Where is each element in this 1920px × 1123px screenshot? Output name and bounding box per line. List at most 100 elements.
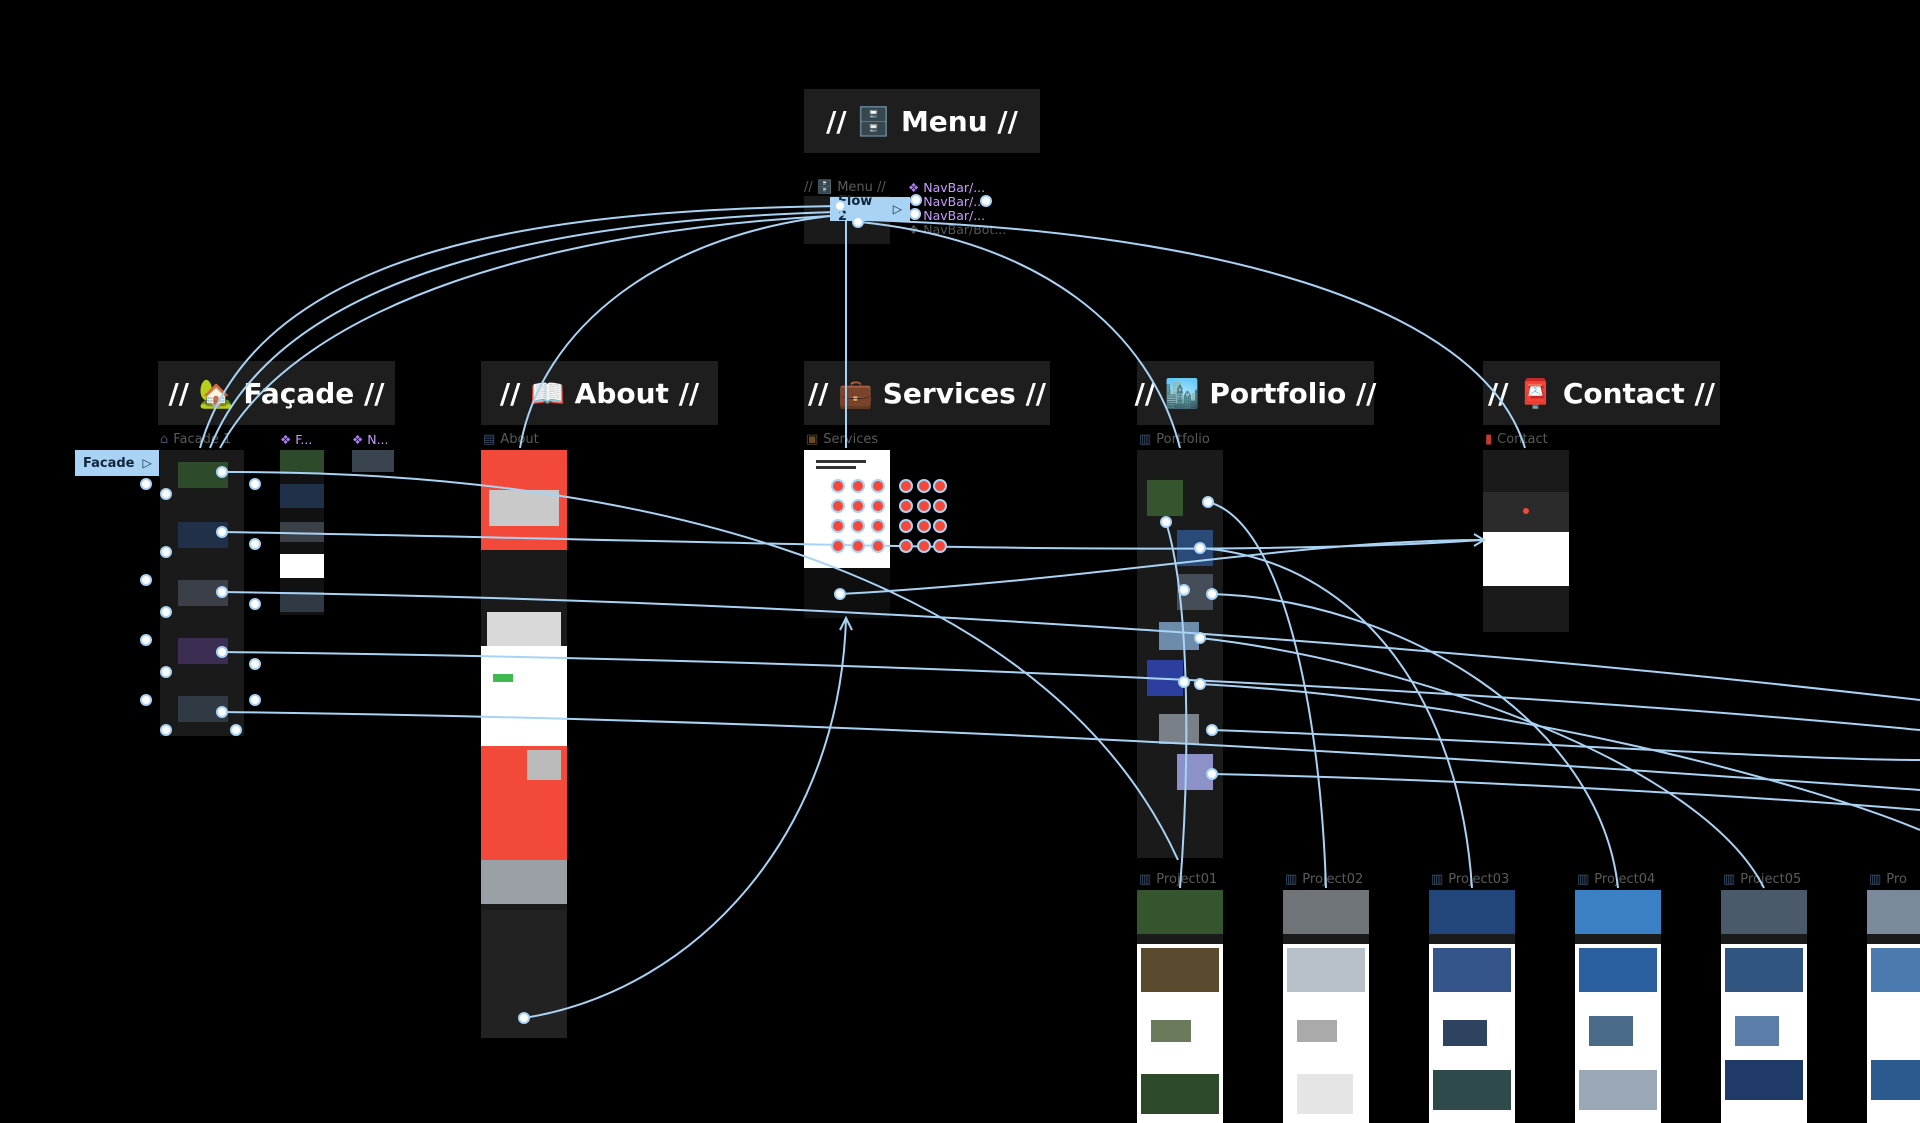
wire-portfolio-p3 — [1199, 547, 1473, 889]
about-frame[interactable] — [481, 450, 567, 1038]
wire-portfolio-p7 — [1211, 773, 1920, 811]
services-heading-line — [816, 466, 856, 469]
connection-node — [249, 658, 261, 670]
section-title-menu[interactable]: // 🗄️ Menu // — [804, 89, 1040, 153]
book-icon: ▤ — [483, 432, 496, 447]
wire-facade-1 — [221, 470, 1179, 861]
navbar-component-1[interactable]: ❖NavBar/... — [908, 180, 986, 195]
project01-dark-band — [1137, 934, 1223, 944]
frame-label-about: ▤About — [483, 432, 539, 447]
about-footer-section — [481, 910, 567, 1038]
city-icon: ▥ — [1431, 872, 1444, 887]
project05-frame[interactable] — [1721, 890, 1807, 1123]
wire-facade-3 — [221, 591, 1920, 701]
service-node — [899, 499, 913, 513]
about-gallery — [487, 612, 561, 646]
map-pin-icon — [1523, 508, 1529, 514]
facade-comp-thumb-2 — [280, 484, 324, 508]
service-node — [899, 479, 913, 493]
facade-frame-column[interactable] — [160, 450, 244, 736]
project04-dark-band — [1575, 934, 1661, 944]
project04-bottom-image — [1579, 1070, 1657, 1110]
section-title-contact[interactable]: // 📮 Contact // — [1483, 361, 1720, 425]
about-architecture-image — [481, 860, 567, 904]
component-icon: ❖ — [908, 180, 920, 195]
portfolio-thumb-3 — [1177, 574, 1213, 610]
briefcase-icon: ▣ — [806, 432, 819, 447]
play-icon[interactable]: ▷ — [892, 202, 902, 216]
wire-portfolio-p8 — [1211, 729, 1920, 761]
navbar-component-2[interactable]: ❖NavBar/... — [908, 194, 986, 209]
facade-comp-thumb-5 — [280, 592, 324, 612]
section-title-services[interactable]: // 💼 Services // — [804, 361, 1050, 425]
service-node — [917, 479, 931, 493]
facade-component-stack[interactable] — [280, 450, 324, 615]
section-title-about[interactable]: // 📖 About // — [481, 361, 718, 425]
project01-image — [1141, 948, 1219, 992]
wire-portfolio-p6 — [1199, 683, 1920, 831]
facade-component-2[interactable]: ❖N... — [352, 432, 389, 447]
flow-2-tag[interactable]: Flow 2▷ — [830, 194, 910, 224]
wire-portfolio-p5 — [1199, 637, 1765, 889]
connection-node — [140, 694, 152, 706]
service-node — [899, 519, 913, 533]
connection-node — [140, 478, 152, 490]
facade-flow-tag[interactable]: Facade▷ — [75, 450, 159, 476]
frame-label-contact: ▮Contact — [1485, 432, 1548, 447]
facade-component-n[interactable] — [352, 450, 394, 472]
facade-thumb-4 — [178, 638, 228, 664]
component-icon: ❖ — [908, 222, 920, 237]
project06-hero — [1867, 890, 1920, 934]
navbar-component-3[interactable]: ❖NavBar/... — [908, 208, 986, 223]
project06-bottom-image — [1871, 1060, 1920, 1100]
project03-bottom-image — [1433, 1070, 1511, 1110]
facade-thumb-5 — [178, 696, 228, 722]
contact-form — [1483, 532, 1569, 586]
frame-label-facade1: ⌂Facade 1 — [160, 432, 232, 447]
project02-small-image — [1297, 1020, 1337, 1042]
project02-frame[interactable] — [1283, 890, 1369, 1123]
project05-small-image — [1735, 1016, 1779, 1046]
project04-frame[interactable] — [1575, 890, 1661, 1123]
home-icon: ⌂ — [160, 432, 169, 447]
project06-frame[interactable] — [1867, 890, 1920, 1123]
project04-small-image — [1589, 1016, 1633, 1046]
city-icon: ▥ — [1139, 872, 1152, 887]
about-green-badge — [493, 674, 513, 682]
project03-frame[interactable] — [1429, 890, 1515, 1123]
city-icon: ▥ — [1285, 872, 1298, 887]
service-node — [899, 539, 913, 553]
wire-about-to-services — [523, 617, 847, 1019]
project03-image — [1433, 948, 1511, 992]
frame-label-portfolio: ▥Portfolio — [1139, 432, 1210, 447]
project01-frame[interactable] — [1137, 890, 1223, 1123]
component-icon: ❖ — [352, 432, 364, 447]
project01-small-image — [1151, 1020, 1191, 1042]
wire-portfolio-p4 — [1211, 593, 1619, 889]
portfolio-frame[interactable] — [1137, 450, 1223, 858]
facade-thumb-1 — [178, 462, 228, 488]
service-node — [917, 519, 931, 533]
city-icon: ▥ — [1723, 872, 1736, 887]
arrow-head — [839, 615, 853, 631]
wire-facade-5 — [221, 711, 1920, 791]
connection-node — [249, 478, 261, 490]
section-title-portfolio[interactable]: // 🏙️ Portfolio // — [1135, 361, 1376, 425]
services-frame[interactable] — [804, 450, 890, 568]
project05-image — [1725, 948, 1803, 992]
frame-label-project06: ▥Pro — [1869, 872, 1907, 887]
play-icon[interactable]: ▷ — [142, 456, 152, 470]
connection-node — [249, 694, 261, 706]
section-title-facade[interactable]: // 🏡 Façade // — [158, 361, 395, 425]
project06-image — [1871, 948, 1920, 992]
contact-frame[interactable] — [1483, 450, 1569, 632]
project02-hero — [1283, 890, 1369, 934]
facade-component-1[interactable]: ❖F... — [280, 432, 313, 447]
navbar-component-bottom[interactable]: ❖NavBar/Bot... — [908, 222, 1007, 237]
project05-hero — [1721, 890, 1807, 934]
project03-small-image — [1443, 1020, 1487, 1046]
connection-node — [249, 538, 261, 550]
service-node — [933, 479, 947, 493]
facade-thumb-2 — [178, 522, 228, 548]
project02-image — [1287, 948, 1365, 992]
